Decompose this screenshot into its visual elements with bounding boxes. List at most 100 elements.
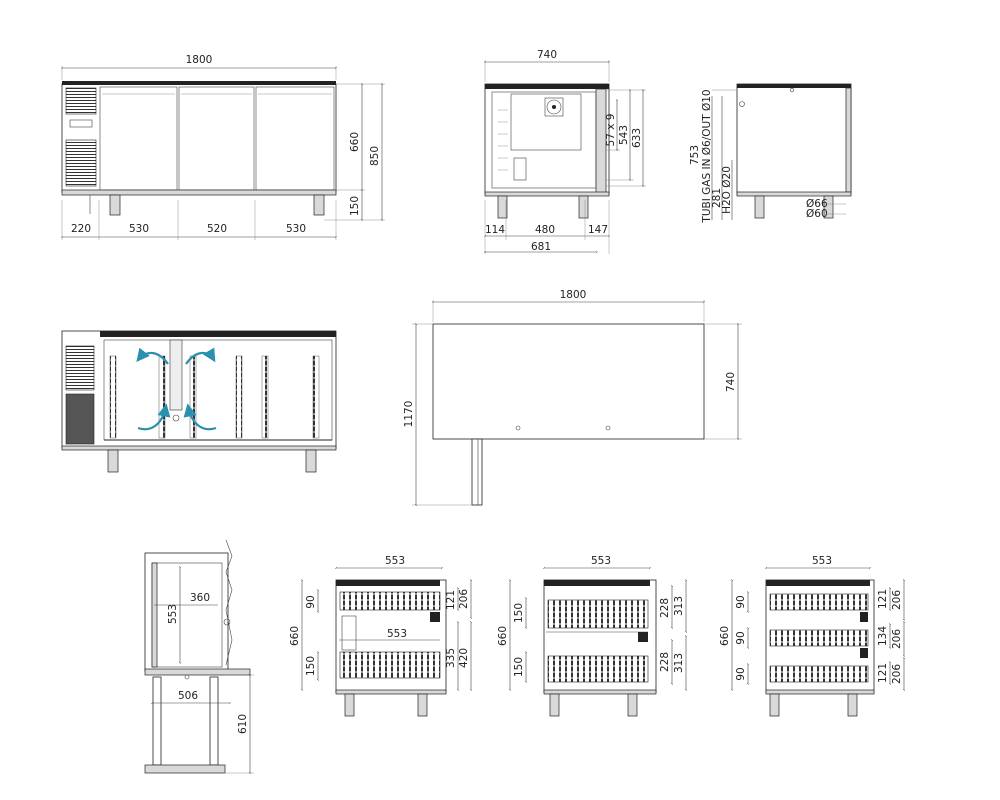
cabinet-body bbox=[61, 83, 337, 193]
stand-post-left bbox=[152, 676, 162, 766]
drain-tray bbox=[513, 157, 527, 181]
leg-left bbox=[109, 194, 121, 216]
dim-d3-h90b: 90 bbox=[735, 631, 747, 644]
side-section-view: 740 57 x 9 543 633 114 480 147 681 bbox=[483, 49, 646, 254]
worktop-plan bbox=[432, 323, 705, 440]
dim-front-b520: 520 bbox=[207, 223, 227, 235]
dim-pan-w360: 360 bbox=[190, 592, 210, 604]
dim-d1-w553: 553 bbox=[385, 555, 405, 567]
dim-d2-w553: 553 bbox=[591, 555, 611, 567]
dim-plan-w1800: 1800 bbox=[560, 289, 587, 301]
dim-d2-h313b: 313 bbox=[673, 653, 685, 673]
dim-conn-753: 753 bbox=[689, 145, 701, 165]
dim-front-b530b: 530 bbox=[286, 223, 306, 235]
dim-d3-w553: 553 bbox=[812, 555, 832, 567]
dim-front-b530a: 530 bbox=[129, 223, 149, 235]
side-body bbox=[484, 83, 610, 195]
section-body bbox=[61, 330, 337, 449]
drawer-config-2: 553 660 150 150 228 313 228 313 bbox=[497, 555, 688, 717]
leg-rear bbox=[754, 195, 765, 219]
dim-side-b147: 147 bbox=[588, 224, 608, 236]
leg-right bbox=[313, 194, 325, 216]
pan-detail-view: 360 553 506 610 bbox=[144, 539, 254, 775]
vent-grille-icon bbox=[65, 345, 95, 391]
front-elevation-view: 1800 660 850 150 220 530 520 530 bbox=[60, 54, 385, 240]
drawer-middle bbox=[769, 629, 869, 647]
dim-pan-h610: 610 bbox=[237, 714, 249, 734]
dim-side-b114: 114 bbox=[485, 224, 505, 236]
dim-d1-h660: 660 bbox=[289, 626, 301, 646]
airflow-section-view bbox=[61, 330, 337, 473]
dim-d2-h150a: 150 bbox=[513, 603, 525, 623]
dim-d1-h420: 420 bbox=[458, 648, 470, 668]
dim-d3-h660: 660 bbox=[719, 626, 731, 646]
drawer-config-1: 553 553 660 90 150 121 206 335 420 bbox=[289, 555, 473, 717]
compressor-block bbox=[65, 393, 95, 445]
dim-side-b480: 480 bbox=[535, 224, 555, 236]
dim-d2-h313a: 313 bbox=[673, 596, 685, 616]
dim-d3-h90c: 90 bbox=[735, 667, 747, 680]
dim-conn-d60: Ø60 bbox=[806, 208, 828, 220]
dim-d3-h90a: 90 bbox=[735, 595, 747, 608]
dim-d3-h206b: 206 bbox=[891, 629, 903, 649]
dim-d1-h90: 90 bbox=[305, 595, 317, 608]
dim-front-h150: 150 bbox=[349, 196, 361, 216]
dim-side-543: 543 bbox=[618, 125, 630, 145]
rear-body bbox=[736, 83, 852, 195]
dim-front-b220: 220 bbox=[71, 223, 91, 235]
dim-d1-h335: 335 bbox=[445, 648, 457, 668]
leg-front bbox=[497, 195, 508, 219]
connections-view: 753 TUBI GAS IN Ø6/OUT Ø10 281 H2O Ø20 Ø… bbox=[689, 83, 852, 224]
door-section bbox=[144, 552, 229, 672]
label-gas-pipes: TUBI GAS IN Ø6/OUT Ø10 bbox=[701, 89, 713, 223]
dim-d1-h206: 206 bbox=[458, 589, 470, 609]
stand-post-right bbox=[209, 676, 219, 766]
dim-pan-h553: 553 bbox=[167, 604, 179, 624]
leg-rear bbox=[823, 195, 834, 219]
stand-base bbox=[144, 764, 226, 774]
dim-conn-d66: Ø66 bbox=[806, 198, 828, 210]
dim-side-633: 633 bbox=[631, 128, 643, 148]
dim-d3-h134: 134 bbox=[877, 626, 889, 646]
dim-front-h850: 850 bbox=[369, 146, 381, 166]
label-h2o: H2O Ø20 bbox=[721, 166, 733, 214]
dim-conn-281: 281 bbox=[711, 188, 723, 208]
dim-d1-h150: 150 bbox=[305, 656, 317, 676]
leg-back bbox=[578, 195, 589, 219]
drawer-lower bbox=[339, 651, 441, 679]
plinth bbox=[61, 189, 337, 196]
dim-d2-h660: 660 bbox=[497, 626, 509, 646]
dim-d1-mid553: 553 bbox=[387, 628, 407, 640]
plan-view: 1800 740 1170 bbox=[403, 289, 742, 507]
dim-d3-h206c: 206 bbox=[891, 664, 903, 684]
evaporator-column bbox=[169, 339, 183, 411]
dim-d1-h121: 121 bbox=[445, 590, 457, 610]
drawer-upper bbox=[339, 591, 441, 611]
dim-d2-h228a: 228 bbox=[659, 598, 671, 618]
under-ledge bbox=[471, 438, 483, 506]
pan-rail bbox=[144, 668, 251, 676]
dim-d2-h150b: 150 bbox=[513, 657, 525, 677]
dim-plan-h740: 740 bbox=[725, 372, 737, 392]
dim-front-width: 1800 bbox=[186, 54, 213, 66]
dim-side-w740: 740 bbox=[537, 49, 557, 61]
fan-icon bbox=[544, 97, 564, 117]
vent-grille-icon bbox=[65, 139, 97, 187]
dim-plan-h1170: 1170 bbox=[403, 401, 415, 428]
drawer-lower bbox=[547, 655, 649, 683]
worktop-edge bbox=[62, 81, 336, 85]
dim-d3-h121a: 121 bbox=[877, 589, 889, 609]
drawer-bottom bbox=[769, 665, 869, 683]
drawer-upper bbox=[547, 599, 649, 629]
dim-d2-h228b: 228 bbox=[659, 652, 671, 672]
vent-grille-icon bbox=[65, 87, 97, 115]
dim-side-b681: 681 bbox=[531, 241, 551, 253]
evaporator-housing bbox=[510, 93, 582, 151]
dim-front-h660: 660 bbox=[349, 132, 361, 152]
airflow-arrow-icon bbox=[136, 347, 217, 431]
control-panel bbox=[69, 119, 93, 128]
dim-d3-h206a: 206 bbox=[891, 590, 903, 610]
drawer-config-3: 553 660 90 90 90 121 206 134 206 121 206 bbox=[719, 555, 906, 717]
dim-side-57x9: 57 x 9 bbox=[605, 114, 617, 147]
